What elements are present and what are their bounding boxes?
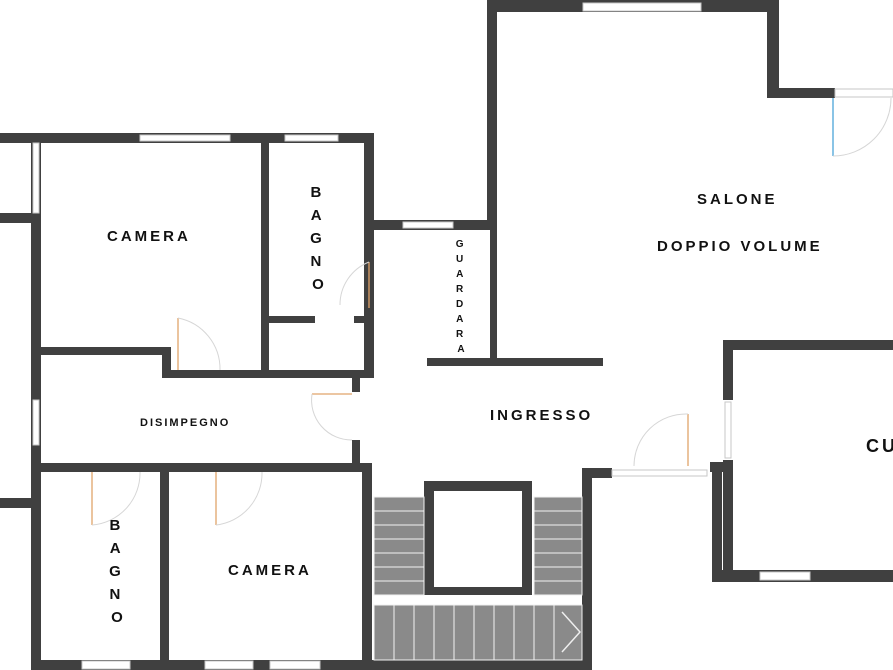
room-label-bagno-bottom: B A G N O bbox=[109, 517, 125, 626]
room-label-camera-top: CAMERA bbox=[107, 228, 191, 245]
room-label-salone: SALONE bbox=[697, 191, 778, 208]
room-label-guardaroba: G U A R D A R A bbox=[456, 239, 467, 355]
doors bbox=[91, 97, 892, 526]
room-label-ingresso: INGRESSO bbox=[490, 407, 593, 424]
room-label-camera-bottom: CAMERA bbox=[228, 562, 312, 579]
room-label-bagno-top: B A G N O bbox=[310, 184, 326, 293]
room-label-cucina-partial: CU bbox=[866, 436, 893, 456]
room-label-disimpegno: DISIMPEGNO bbox=[140, 417, 230, 429]
stairs bbox=[373, 496, 583, 661]
room-label-doppio-volume: DOPPIO VOLUME bbox=[657, 238, 823, 255]
room-labels: CAMERA B A G N O G U A R D A R A SALONE … bbox=[107, 184, 893, 626]
windows bbox=[32, 2, 893, 670]
